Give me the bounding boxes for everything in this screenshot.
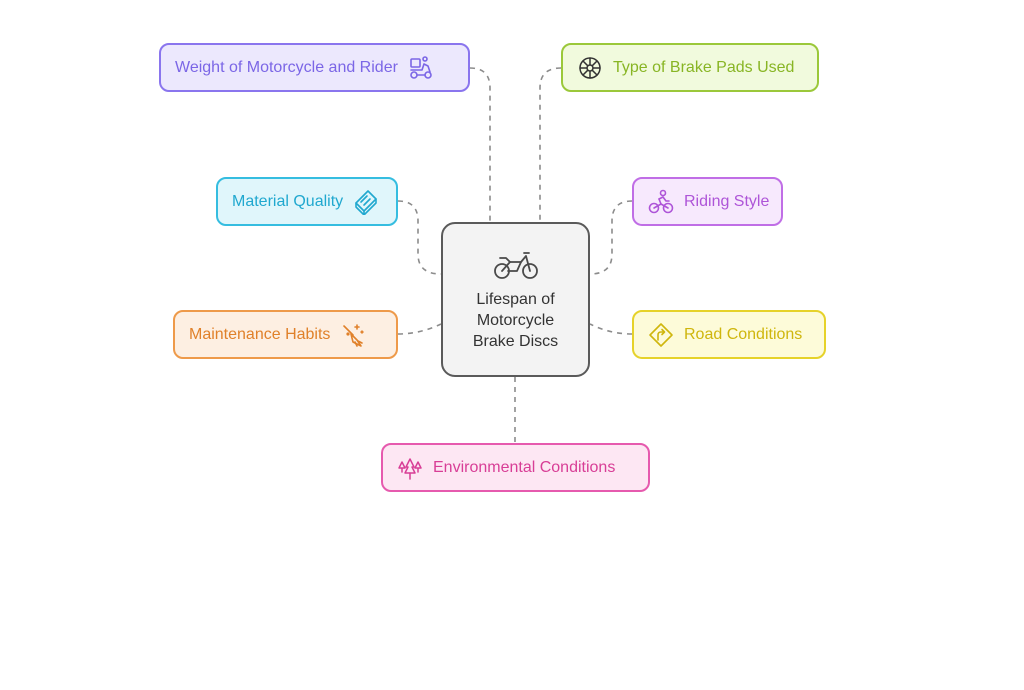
brake-disc-icon: [577, 55, 603, 81]
central-topic-line-2: Motorcycle: [476, 312, 555, 329]
material-block-icon: [353, 189, 379, 215]
road-sign-icon: [648, 322, 674, 348]
connector-riding: [589, 200, 633, 275]
cyclist-icon: [648, 189, 674, 215]
connector-maint: [397, 323, 442, 335]
factor-material-quality: Material Quality: [216, 177, 398, 226]
factor-maintenance-habits: Maintenance Habits: [173, 310, 398, 359]
factor-road-conditions: Road Conditions: [632, 310, 826, 359]
central-topic-line-3: Brake Discs: [472, 333, 559, 350]
motorcycle-icon: [493, 247, 539, 281]
connector-material: [397, 200, 442, 275]
factor-riding-style: Riding Style: [632, 177, 783, 226]
factor-weight-label: Weight of Motorcycle and Rider: [175, 58, 398, 76]
broom-sparkle-icon: [340, 322, 366, 348]
central-topic-line-1: Lifespan of: [476, 291, 555, 308]
factor-brake-pads: Type of Brake Pads Used: [561, 43, 819, 92]
connector-pads: [539, 67, 562, 222]
factor-environmental-conditions: Environmental Conditions: [381, 443, 650, 492]
factor-environmental-conditions-label: Environmental Conditions: [433, 458, 616, 476]
delivery-scooter-icon: [408, 55, 434, 81]
factor-road-conditions-label: Road Conditions: [684, 325, 803, 343]
connector-road: [589, 323, 633, 335]
factor-weight: Weight of Motorcycle and Rider: [159, 43, 470, 92]
connector-weight: [469, 67, 491, 222]
trees-icon: [397, 455, 423, 481]
factor-riding-style-label: Riding Style: [684, 192, 770, 210]
factor-maintenance-habits-label: Maintenance Habits: [189, 325, 331, 343]
central-topic: Lifespan of Motorcycle Brake Discs: [441, 222, 590, 377]
factor-brake-pads-label: Type of Brake Pads Used: [613, 58, 795, 76]
factor-material-quality-label: Material Quality: [232, 192, 344, 210]
